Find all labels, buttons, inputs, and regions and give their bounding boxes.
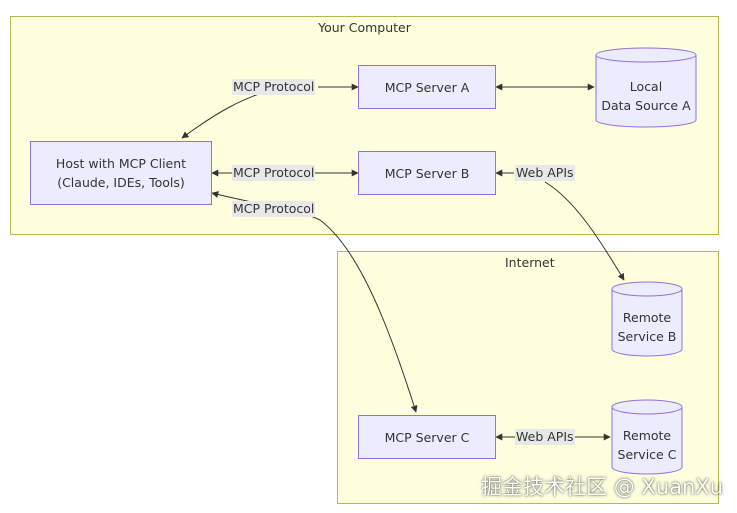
node-server-a: MCP Server A bbox=[358, 65, 496, 109]
edge-label-host-server-c: MCP Protocol bbox=[232, 201, 316, 217]
node-local-data-source: Local Data Source A bbox=[596, 77, 696, 115]
edge-label-host-server-b: MCP Protocol bbox=[232, 165, 316, 181]
edge-host-server-a bbox=[181, 87, 276, 139]
edge-label-server-c-remote: Web APIs bbox=[515, 429, 575, 445]
edge-host-server-c bbox=[211, 191, 418, 413]
local-ds-line2: Data Source A bbox=[601, 98, 691, 113]
edge-label-server-b-remote: Web APIs bbox=[515, 165, 575, 181]
remote-b-line1: Remote bbox=[622, 310, 672, 325]
cylinder-remote-service-b bbox=[611, 281, 683, 357]
edge-label-host-server-a: MCP Protocol bbox=[232, 79, 316, 95]
group-title-internet: Internet bbox=[505, 255, 555, 270]
node-remote-service-b: Remote Service B bbox=[612, 308, 682, 346]
cylinder-local-data-source bbox=[595, 47, 697, 128]
group-title-your-computer: Your Computer bbox=[318, 20, 411, 35]
local-ds-line1: Local bbox=[629, 79, 663, 94]
cylinder-remote-service-c bbox=[611, 399, 683, 475]
remote-c-line1: Remote bbox=[622, 428, 672, 443]
node-host-line1: Host with MCP Client bbox=[55, 156, 187, 171]
watermark: 掘金技术社区 @ XuanXu bbox=[481, 475, 723, 499]
node-remote-service-c: Remote Service C bbox=[612, 426, 682, 464]
node-server-b: MCP Server B bbox=[358, 151, 496, 195]
remote-b-line2: Service B bbox=[617, 329, 677, 344]
node-host: Host with MCP Client (Claude, IDEs, Tool… bbox=[30, 141, 212, 205]
remote-c-line2: Service C bbox=[617, 447, 677, 462]
node-host-line2: (Claude, IDEs, Tools) bbox=[57, 175, 185, 190]
edge-webapi-remote-b bbox=[544, 181, 625, 281]
node-server-c: MCP Server C bbox=[358, 415, 496, 459]
